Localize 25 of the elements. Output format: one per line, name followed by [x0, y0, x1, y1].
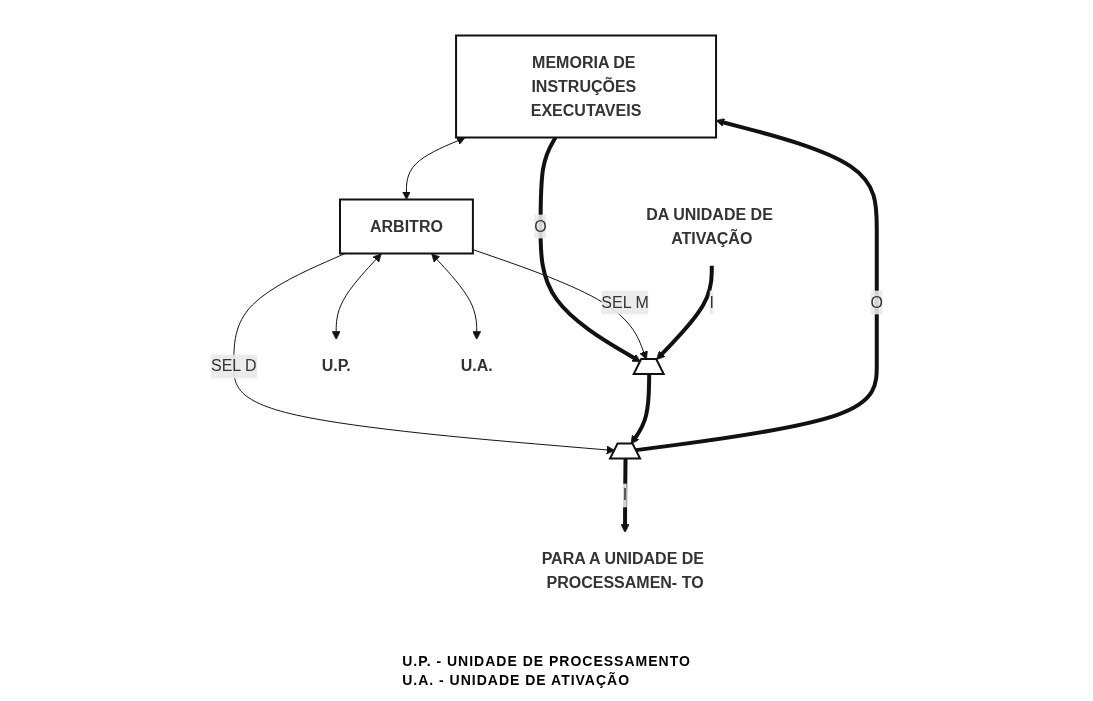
arrow [331, 253, 382, 340]
arrow [232, 253, 615, 455]
node-text: DA UNIDADE DE ATIVAÇÃO [645, 205, 773, 247]
arrow [620, 458, 629, 533]
legend-note: U.P. - UNIDADE DE PROCESSAMENTO [402, 653, 691, 669]
legend-note: U.A. - UNIDADE DE ATIVAÇÃO [402, 672, 632, 688]
node-box: MEMORIA DE INSTRUÇÕES EXECUTAVEIS [454, 34, 717, 139]
node-box: ARBITRO [338, 198, 474, 255]
arrow [635, 118, 879, 453]
node-text: U.P. [321, 357, 351, 375]
arrow [630, 374, 651, 445]
node-text: PARA A UNIDADE DE PROCESSAMEN- TO [541, 550, 704, 592]
arrow [401, 136, 466, 200]
edge-label: SEL M [600, 293, 649, 311]
edge-label: I [709, 293, 714, 311]
edge-label: O [870, 293, 883, 311]
edge-label: I [622, 486, 627, 504]
node-trapezoid [631, 358, 665, 375]
node-trapezoid [607, 442, 642, 460]
arrow [538, 136, 641, 363]
node-text: U.A. [460, 357, 493, 375]
arrow [430, 253, 481, 340]
edge-label: O [533, 217, 547, 235]
edge-label: SEL D [210, 357, 257, 375]
arrow [655, 265, 714, 360]
